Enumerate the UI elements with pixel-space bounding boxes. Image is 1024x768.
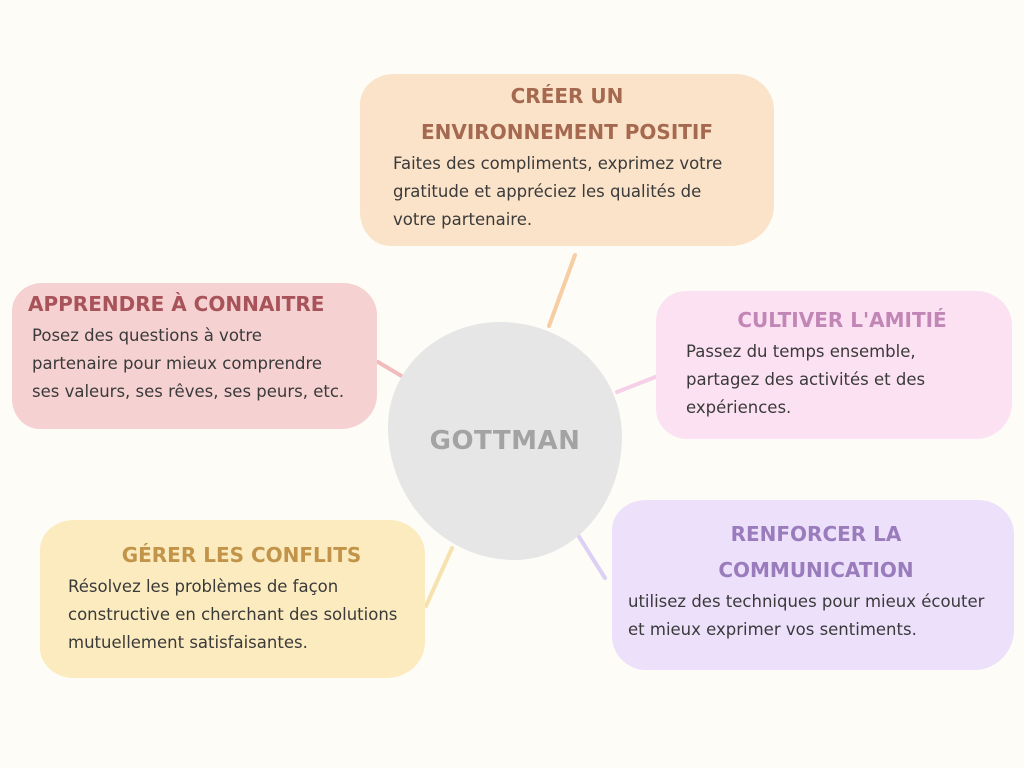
node-text: Passez du temps ensemble, partagez des a… <box>686 342 926 417</box>
connector-conflits <box>424 546 454 608</box>
node-title: RENFORCER LA COMMUNICATION <box>718 522 914 582</box>
node-title: APPRENDRE À CONNAITRE <box>28 292 325 316</box>
center-label: GOTTMAN <box>429 426 581 456</box>
node-apprendre-a-connaitre: APPRENDRE À CONNAITRE Posez des question… <box>12 283 377 429</box>
node-title: CULTIVER L'AMITIÉ <box>737 308 947 332</box>
node-gerer-conflits: GÉRER LES CONFLITS Résolvez les problème… <box>40 520 425 678</box>
center-node: GOTTMAN <box>388 322 622 560</box>
node-title: CRÉER UN ENVIRONNEMENT POSITIF <box>420 84 714 144</box>
node-environnement-positif: CRÉER UN ENVIRONNEMENT POSITIF Faites de… <box>360 74 774 246</box>
connector-amitie <box>615 374 660 394</box>
connector-communication <box>574 530 607 580</box>
node-cultiver-amitie: CULTIVER L'AMITIÉ Passez du temps ensemb… <box>656 291 1012 439</box>
node-renforcer-communication: RENFORCER LA COMMUNICATION utilisez des … <box>612 500 1014 670</box>
node-text: utilisez des techniques pour mieux écout… <box>628 592 985 639</box>
node-text: Faites des compliments, exprimez votre g… <box>393 154 723 229</box>
node-text: Posez des questions à votre partenaire p… <box>32 326 345 401</box>
connector-environnement <box>547 253 577 328</box>
node-text: Résolvez les problèmes de façon construc… <box>68 577 398 652</box>
node-title: GÉRER LES CONFLITS <box>121 543 362 567</box>
